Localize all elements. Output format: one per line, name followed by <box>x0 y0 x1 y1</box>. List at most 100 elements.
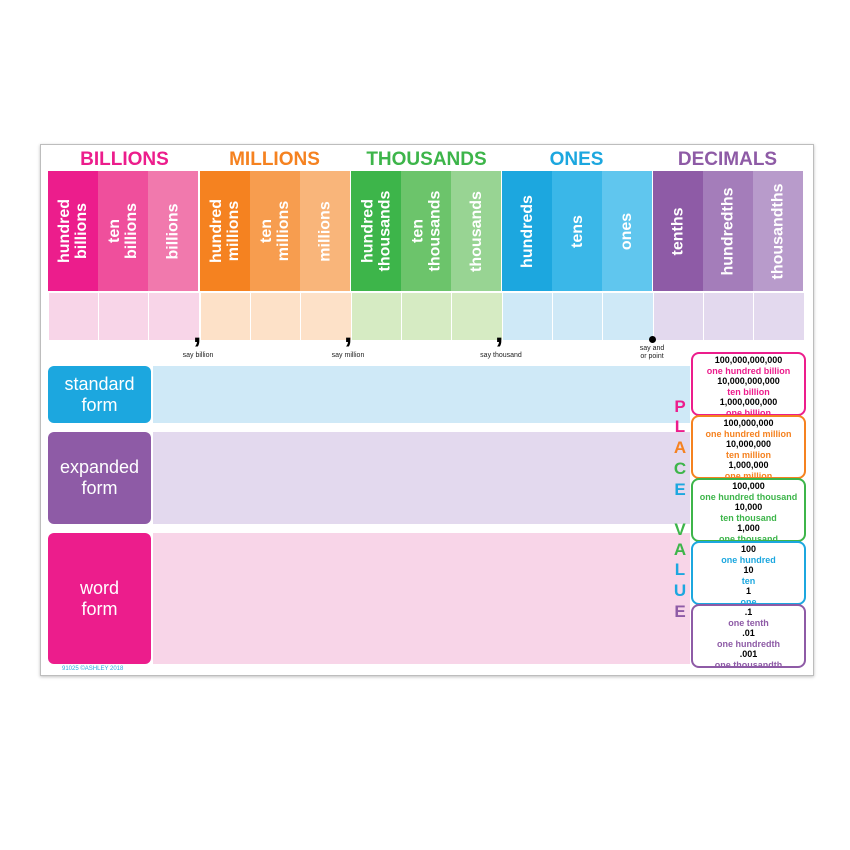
digit-cell-1[interactable] <box>98 293 149 340</box>
comma-million: , <box>344 316 353 349</box>
place-value-words: ten thousand <box>720 512 777 523</box>
word-form-area[interactable] <box>153 533 690 664</box>
place-value-number: 10,000 <box>734 502 763 512</box>
expanded-form-area[interactable] <box>153 432 690 524</box>
column-header-13: hundredths <box>703 171 753 291</box>
copyright-credit: 91025 ©ASHLEY 2018 <box>62 666 124 672</box>
comma-billion: , <box>193 316 202 349</box>
place-value-letter: A <box>673 540 687 559</box>
say-and-or-point-note: say and or point <box>639 345 665 360</box>
place-value-number: 1 <box>745 586 751 596</box>
place-value-letter: L <box>674 417 686 436</box>
column-header-7: ten thousands <box>401 171 451 291</box>
place-value-words: one hundred thousand <box>699 491 798 502</box>
digit-cell-4[interactable] <box>250 293 301 340</box>
column-header-14: thousandths <box>753 171 803 291</box>
digit-cell-14[interactable] <box>753 293 804 340</box>
place-value-number: 10 <box>743 565 754 575</box>
group-title-ones: ONES <box>549 149 604 170</box>
place-value-number: 10,000,000 <box>725 439 772 449</box>
place-value-letter: E <box>674 480 686 499</box>
column-header-9: hundreds <box>502 171 552 291</box>
place-value-words: one hundred million <box>705 428 792 439</box>
column-header-12: tenths <box>653 171 703 291</box>
digit-cell-12[interactable] <box>653 293 704 340</box>
column-label: hundreds <box>518 194 536 268</box>
place-value-number: .01 <box>742 628 755 638</box>
place-value-letter: E <box>674 602 686 621</box>
comma-thousand: , <box>495 316 504 349</box>
column-label: hundred billions <box>56 199 90 263</box>
expanded-form-label: expanded form <box>48 432 151 524</box>
column-header-2: billions <box>148 171 198 291</box>
standard-form-label: standard form <box>48 366 151 423</box>
group-title-millions: MILLIONS <box>229 149 320 170</box>
place-value-letter: V <box>674 520 686 539</box>
standard-form-area[interactable] <box>153 366 690 423</box>
place-value-number: .001 <box>739 649 758 659</box>
column-header-10: tens <box>552 171 602 291</box>
place-value-words: one hundred <box>721 554 776 565</box>
column-header-5: millions <box>300 171 350 291</box>
digit-cell-8[interactable] <box>451 293 502 340</box>
digit-cell-5[interactable] <box>300 293 351 340</box>
place-value-words: one thousand <box>719 533 778 544</box>
column-label: tenths <box>669 207 687 255</box>
column-label: hundred millions <box>208 199 242 263</box>
column-header-3: hundred millions <box>200 171 250 291</box>
place-value-letter: A <box>673 438 687 457</box>
digit-cell-9[interactable] <box>502 293 553 340</box>
place-value-number: 1,000,000 <box>728 460 769 470</box>
column-header-6: hundred thousands <box>351 171 401 291</box>
digit-cell-11[interactable] <box>602 293 653 340</box>
place-value-words: one <box>740 596 757 607</box>
place-value-letter: U <box>673 581 687 600</box>
column-header-1: ten billions <box>98 171 148 291</box>
digit-cell-2[interactable] <box>148 293 199 340</box>
place-value-number: 1,000,000,000 <box>719 397 778 407</box>
place-value-number: 100,000,000 <box>723 418 774 428</box>
column-header-0: hundred billions <box>48 171 98 291</box>
column-label: thousands <box>467 190 485 272</box>
column-label: ones <box>618 212 636 250</box>
decimal-point-dot <box>649 336 656 343</box>
place-value-words: ten billion <box>727 386 770 397</box>
place-value-letter: C <box>673 459 687 478</box>
column-label: tens <box>568 214 586 248</box>
place-value-number: 100,000,000,000 <box>714 355 783 365</box>
column-label: ten billions <box>106 203 140 259</box>
digit-cell-13[interactable] <box>703 293 754 340</box>
group-title-thousands: THOUSANDS <box>366 149 487 170</box>
place-value-words: one billion <box>726 407 771 418</box>
column-label: ten millions <box>258 200 293 262</box>
place-value-number: .1 <box>744 607 753 617</box>
group-title-decimals: DECIMALS <box>677 149 778 170</box>
word-form-label: word form <box>48 533 151 664</box>
digit-cell-3[interactable] <box>200 293 251 340</box>
column-header-11: ones <box>602 171 652 291</box>
digit-cell-7[interactable] <box>401 293 452 340</box>
place-value-words: one thousandth <box>714 659 783 670</box>
column-label: billions <box>164 203 182 259</box>
digit-cell-10[interactable] <box>552 293 603 340</box>
group-title-billions: BILLIONS <box>80 149 169 170</box>
column-label: thousandths <box>769 183 787 279</box>
place-value-number: 10,000,000,000 <box>717 376 780 386</box>
place-value-number: 1,000 <box>737 523 760 533</box>
say-billion-note: say billion <box>182 352 214 359</box>
place-value-letter: L <box>674 560 686 579</box>
column-header-8: thousands <box>451 171 501 291</box>
place-value-words: one million <box>724 470 773 481</box>
say-thousand-note: say thousand <box>480 352 522 359</box>
digit-cell-0[interactable] <box>48 293 99 340</box>
place-value-words: one hundred billion <box>706 365 791 376</box>
place-value-words: one tenth <box>728 617 769 628</box>
column-label: millions <box>316 200 334 262</box>
place-value-words: one hundredth <box>717 638 780 649</box>
digit-cell-6[interactable] <box>351 293 402 340</box>
